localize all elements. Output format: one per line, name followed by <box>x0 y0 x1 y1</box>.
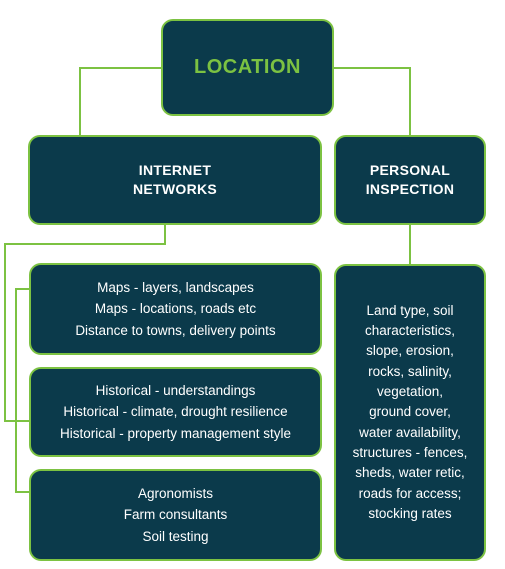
advisors-group-item: Agronomists <box>137 485 214 501</box>
inspection-detail-line: vegetation, <box>376 384 444 400</box>
inspection-detail-line: stocking rates <box>368 505 452 521</box>
inspection-detail-line: structures - fences, <box>352 444 468 460</box>
personal-inspection-heading-line-2: INSPECTION <box>365 181 455 197</box>
location-root-node: LOCATION <box>161 19 334 116</box>
inspection-detail-line: characteristics, <box>364 323 456 339</box>
advisors-group-item: Soil testing <box>142 528 209 544</box>
inspection-details-panel: Land type, soil characteristics, slope, … <box>334 264 486 561</box>
maps-group-item: Distance to towns, delivery points <box>75 322 276 338</box>
inspection-detail-line: Land type, soil <box>366 302 454 318</box>
inspection-detail-line: sheds, water retic, <box>355 465 465 481</box>
historical-group-item: Historical - property management style <box>59 425 292 441</box>
advisors-group: Agronomists Farm consultants Soil testin… <box>29 469 322 561</box>
internet-networks-heading-line-1: INTERNET <box>138 162 212 178</box>
historical-group: Historical - understandings Historical -… <box>29 367 322 457</box>
maps-group-item: Maps - locations, roads etc <box>94 301 257 317</box>
personal-inspection-node: PERSONAL INSPECTION <box>334 135 486 225</box>
historical-group-item: Historical - climate, drought resilience <box>63 404 288 420</box>
personal-inspection-heading-line-1: PERSONAL <box>369 162 451 178</box>
historical-group-item: Historical - understandings <box>95 382 256 398</box>
maps-group: Maps - layers, landscapes Maps - locatio… <box>29 263 322 355</box>
inspection-detail-line: ground cover, <box>369 404 451 420</box>
inspection-detail-line: water availability, <box>359 424 461 440</box>
inspection-detail-line: rocks, salinity, <box>368 363 452 379</box>
internet-networks-node: INTERNET NETWORKS <box>28 135 322 225</box>
internet-networks-heading-line-2: NETWORKS <box>132 181 218 197</box>
inspection-detail-line: roads for access; <box>358 485 462 501</box>
advisors-group-item: Farm consultants <box>123 507 228 523</box>
maps-group-item: Maps - layers, landscapes <box>97 279 254 295</box>
location-title: LOCATION <box>194 56 301 78</box>
inspection-detail-line: slope, erosion, <box>366 343 454 359</box>
